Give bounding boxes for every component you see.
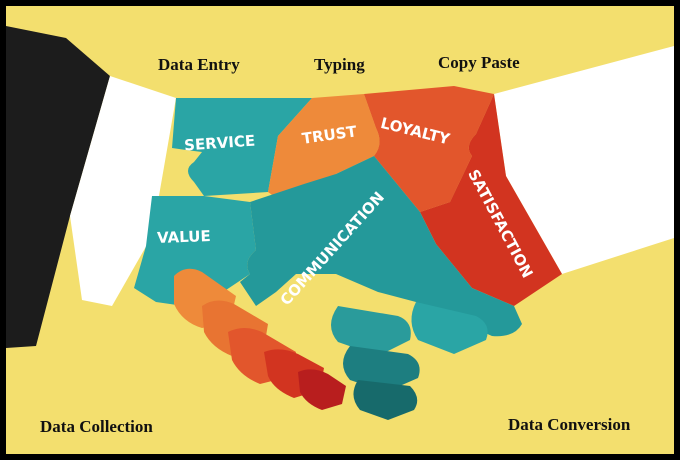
communication-hand: [240, 156, 522, 337]
red-finger-5: [298, 369, 346, 410]
left-shirt-cuff: [70, 76, 176, 306]
teal-finger-4: [411, 302, 488, 354]
caption-typing: Typing: [314, 55, 365, 74]
value-label: VALUE: [157, 227, 211, 247]
right-shirt-cuff: [494, 46, 674, 274]
trust-puzzle-piece: [268, 94, 380, 202]
caption-data-collection: Data Collection: [40, 417, 153, 436]
value-puzzle-piece: [134, 196, 256, 306]
teal-finger-1: [331, 306, 411, 356]
caption-data-entry: Data Entry: [158, 55, 240, 74]
caption-copy-paste: Copy Paste: [438, 53, 520, 72]
service-puzzle-piece: [172, 98, 312, 196]
caption-data-conversion: Data Conversion: [508, 415, 631, 434]
handshake-illustration: SERVICE TRUST LOYALTY SATISFACTION VALUE…: [6, 26, 674, 420]
loyalty-puzzle-piece: [364, 86, 494, 212]
illustration-canvas: SERVICE TRUST LOYALTY SATISFACTION VALUE…: [6, 6, 674, 454]
teal-finger-3: [353, 380, 418, 420]
service-label: SERVICE: [184, 132, 256, 155]
left-suit-sleeve: [6, 26, 110, 348]
satisfaction-puzzle-piece: [420, 94, 562, 306]
